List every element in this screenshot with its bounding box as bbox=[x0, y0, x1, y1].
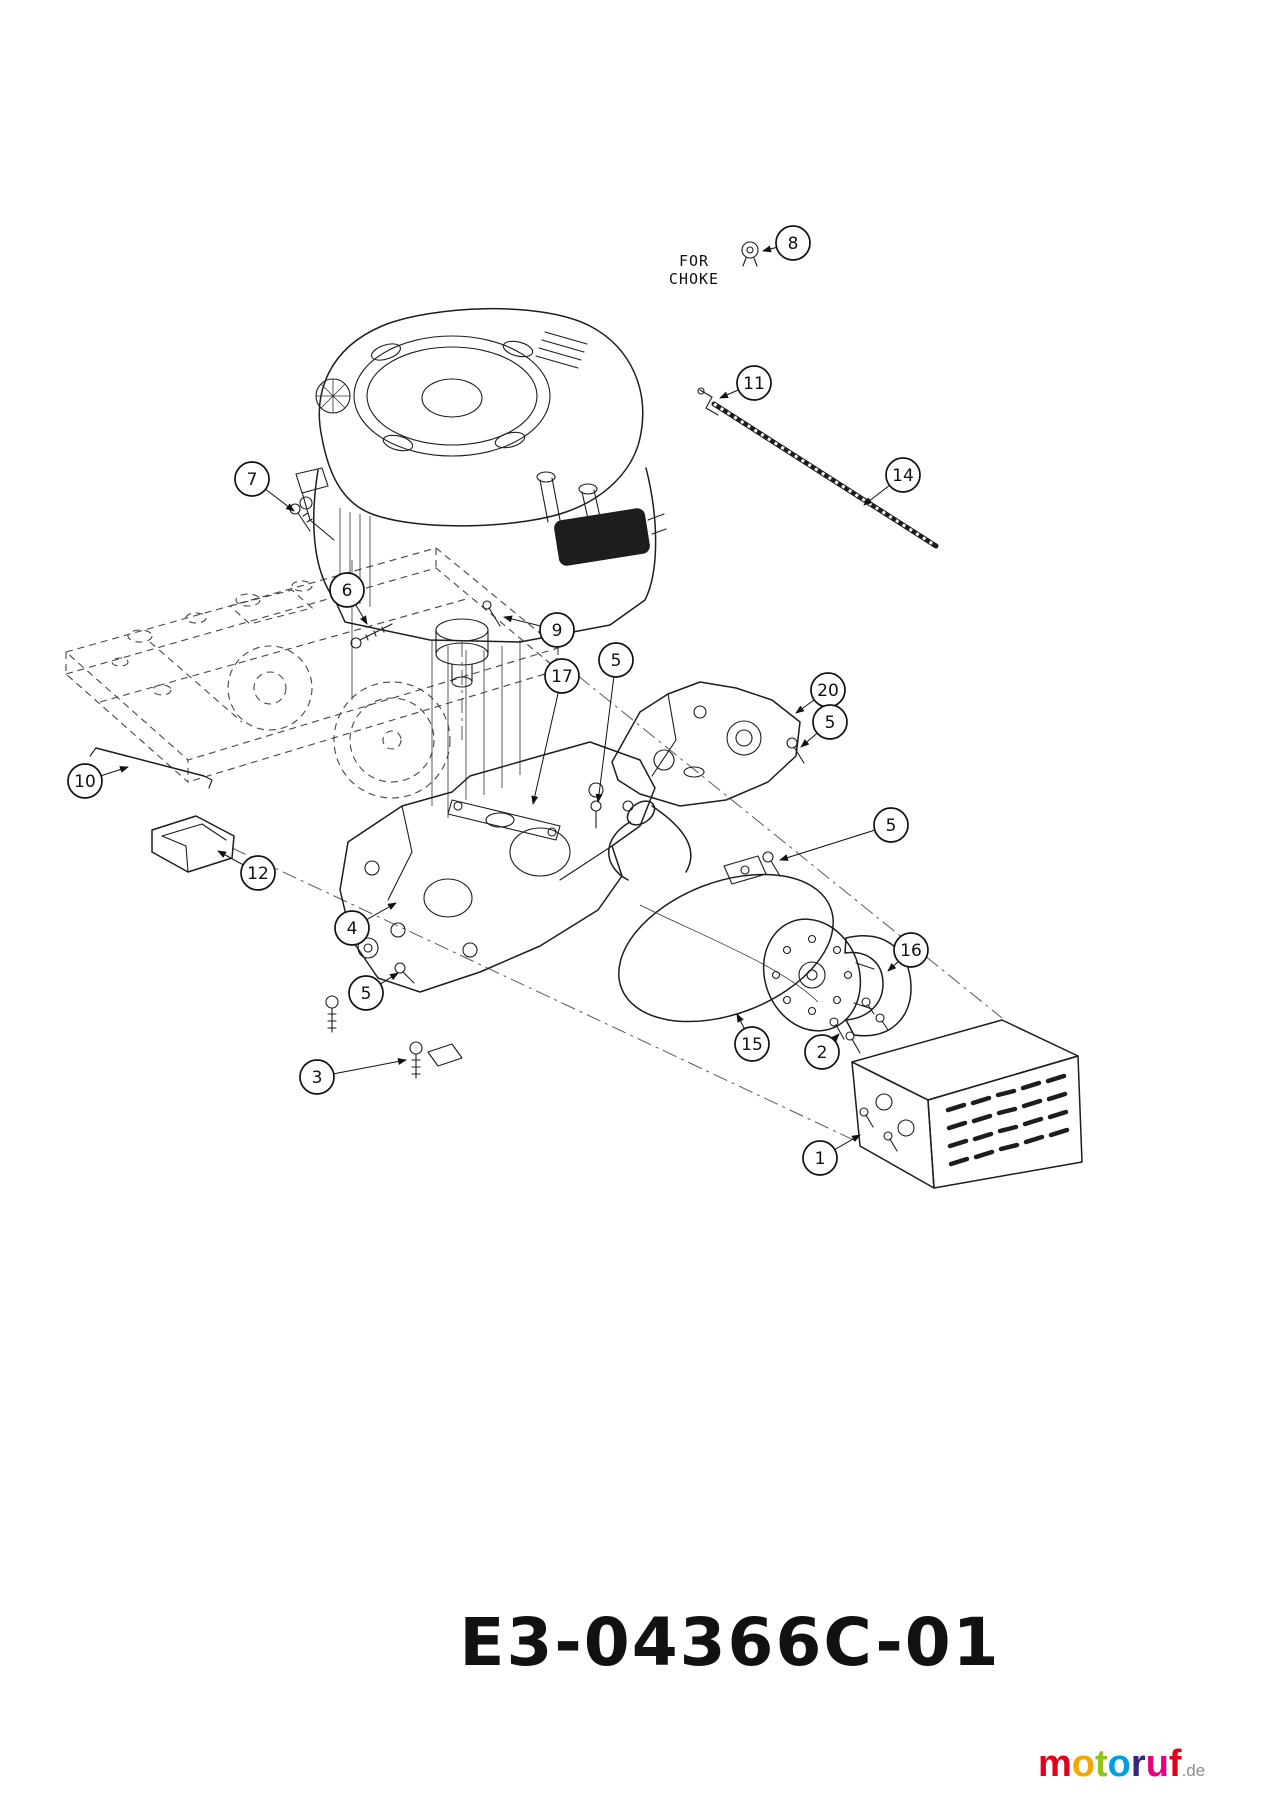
callout-label: 5 bbox=[886, 816, 897, 836]
logo-letter: m bbox=[1038, 1743, 1072, 1785]
engine-drawing bbox=[295, 307, 667, 688]
callout-label: 5 bbox=[611, 651, 622, 671]
callout-5d: 5 bbox=[348, 972, 399, 1011]
callout-label: 1 bbox=[815, 1149, 826, 1169]
callout-label: 7 bbox=[247, 470, 258, 490]
callout-16: 16 bbox=[887, 932, 929, 972]
callout-label: 15 bbox=[741, 1035, 763, 1055]
callout-9: 9 bbox=[503, 612, 575, 648]
chassis-frame-drawing bbox=[64, 547, 560, 799]
logo-suffix: .de bbox=[1182, 1761, 1206, 1780]
cover-vent-slots bbox=[945, 1073, 1070, 1167]
callout-1: 1 bbox=[802, 1134, 861, 1176]
logo-letter: u bbox=[1146, 1743, 1169, 1785]
callout-label: 12 bbox=[247, 864, 269, 884]
callout-17: 17 bbox=[531, 658, 580, 805]
callout-10: 10 bbox=[67, 763, 129, 799]
callout-6: 6 bbox=[329, 572, 368, 625]
callout-label: 10 bbox=[74, 772, 96, 792]
callout-label: 5 bbox=[825, 713, 836, 733]
callout-12: 12 bbox=[217, 850, 276, 891]
callout-label: 14 bbox=[892, 466, 914, 486]
callout-4: 4 bbox=[334, 902, 397, 946]
svg-text:motoruf.de: motoruf.de bbox=[1038, 1743, 1205, 1785]
for-choke-label-line1: FOR bbox=[679, 252, 709, 270]
engine-mounting-plate-drawing bbox=[339, 741, 656, 1067]
callout-label: 8 bbox=[788, 234, 799, 254]
callout-label: 6 bbox=[342, 581, 353, 601]
callout-11: 11 bbox=[719, 365, 772, 401]
callout-label: 20 bbox=[817, 681, 839, 701]
callout-label: 4 bbox=[347, 919, 358, 939]
exhaust-cover-drawing bbox=[851, 1019, 1083, 1189]
projection-lines bbox=[231, 560, 1003, 1143]
callout-8: 8 bbox=[762, 225, 811, 261]
logo-letter: o bbox=[1108, 1743, 1131, 1785]
callout-label: 5 bbox=[361, 984, 372, 1004]
callout-15: 15 bbox=[734, 1013, 770, 1062]
callout-label: 9 bbox=[552, 621, 563, 641]
callout-label: 16 bbox=[900, 941, 922, 961]
logo-letter: o bbox=[1072, 1743, 1095, 1785]
callout-5b: 5 bbox=[800, 704, 848, 748]
support-bracket-drawing bbox=[151, 815, 235, 873]
rod-drawing bbox=[89, 747, 213, 789]
choke-clip-drawing bbox=[741, 241, 759, 267]
logo-letter: t bbox=[1095, 1743, 1108, 1785]
callout-3: 3 bbox=[299, 1058, 407, 1095]
callout-label: 3 bbox=[312, 1068, 323, 1088]
choke-cable-drawing bbox=[697, 387, 939, 549]
callouts: 8 11 14 7 6 9 17 bbox=[67, 225, 929, 1176]
logo-letter: r bbox=[1131, 1743, 1146, 1785]
callout-2: 2 bbox=[804, 1033, 840, 1070]
ignition-module bbox=[554, 508, 650, 566]
motoruf-logo: motoruf.de bbox=[1038, 1743, 1205, 1785]
callout-7: 7 bbox=[234, 461, 295, 512]
drawing-number: E3-04366C-01 bbox=[459, 1604, 1000, 1681]
callout-14: 14 bbox=[863, 457, 921, 506]
callout-label: 17 bbox=[551, 667, 573, 687]
logo-letter: f bbox=[1169, 1743, 1182, 1785]
fasteners-drawing bbox=[289, 503, 898, 1152]
callout-label: 2 bbox=[817, 1043, 828, 1063]
callout-5a: 5 bbox=[595, 642, 634, 803]
muffler-bracket-drawing bbox=[611, 681, 801, 807]
for-choke-label-line2: CHOKE bbox=[669, 270, 719, 288]
callout-label: 11 bbox=[743, 374, 765, 394]
muffler-drawing bbox=[608, 800, 862, 1032]
callout-20: 20 bbox=[795, 672, 846, 714]
callout-5c: 5 bbox=[779, 807, 909, 861]
